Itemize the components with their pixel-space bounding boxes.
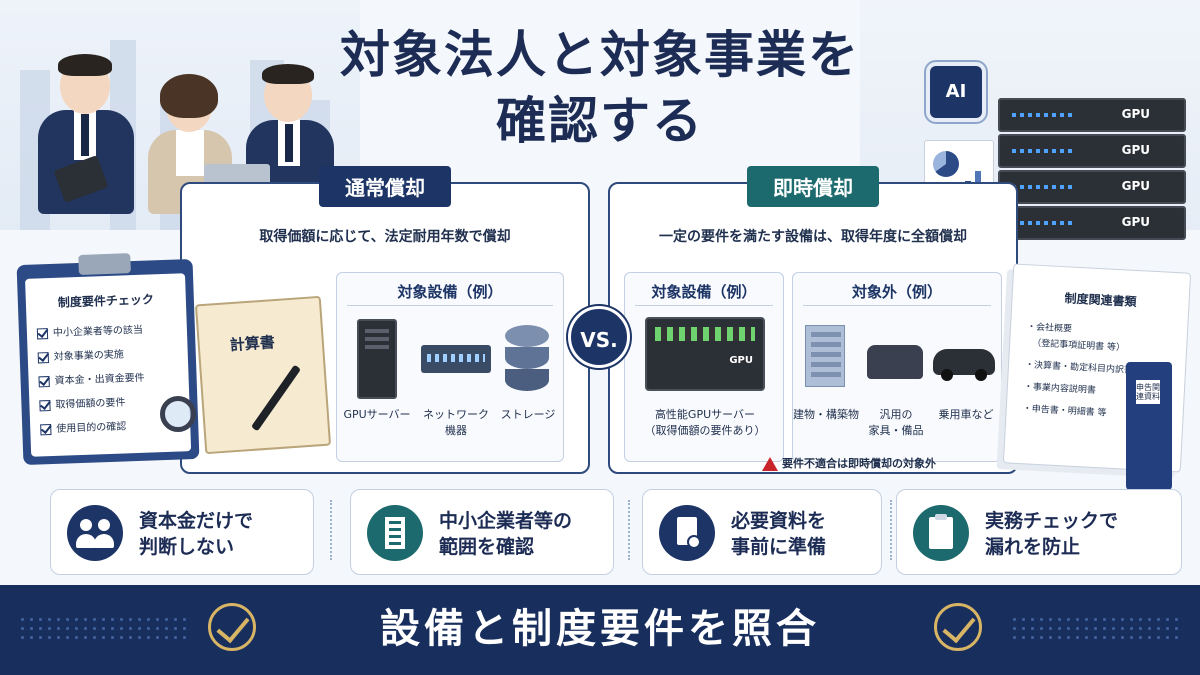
sofa-icon [867, 345, 923, 379]
clipboard-check-icon [913, 505, 969, 561]
checklist-item: 使用目的の確認 [40, 417, 126, 435]
card-practical-check: 実務チェックで漏れを防止 [896, 489, 1182, 575]
page-title: 対象法人と対象事業を 確認する [340, 26, 860, 150]
gpu-server-icon: GPU [645, 317, 765, 391]
bottom-banner: 設備と制度要件を照合 [0, 585, 1200, 675]
storage-icon [505, 325, 549, 395]
checklist-item: 取得価額の要件 [39, 393, 126, 411]
gpu-server-rack: GPU [998, 206, 1186, 240]
gpu-server-rack: GPU [998, 98, 1186, 132]
normal-target-equipment: 対象設備（例） GPUサーバー ネットワーク 機器 ストレージ [336, 272, 564, 462]
immediate-depreciation-desc: 一定の要件を満たす設備は、取得年度に全額償却 [659, 229, 967, 245]
calculation-notebook: 計算書 [194, 295, 332, 455]
vs-badge: VS. [568, 306, 630, 368]
checkbox-icon [40, 423, 52, 435]
excluded-equipment: 対象外（例） 建物・構築物 汎用の 家具・備品 乗用車など [792, 272, 1002, 462]
checkbox-icon [38, 375, 50, 387]
checklist-clipboard: 制度要件チェック 中小企業者等の該当 対象事業の実施 資本金・出資金要件 取得価… [16, 253, 200, 466]
document-check-icon [659, 505, 715, 561]
card-sme-scope: 中小企業者等の範囲を確認 [350, 489, 614, 575]
card-documents: 必要資料を事前に準備 [642, 489, 882, 575]
normal-depreciation-badge: 通常償却 [319, 166, 451, 207]
server-tower-icon [357, 319, 397, 399]
car-icon [933, 349, 995, 381]
check-circle-icon [208, 603, 256, 651]
gpu-server-rack: GPU [998, 170, 1186, 204]
banner-text: 設備と制度要件を照合 [380, 606, 820, 652]
network-switch-icon [421, 345, 491, 373]
people-icon [67, 505, 123, 561]
ai-chip-icon: AI [930, 66, 982, 118]
checklist-item: 資本金・出資金要件 [38, 369, 145, 388]
checkbox-icon [36, 327, 49, 339]
check-circle-icon [934, 603, 982, 651]
checklist-item: 中小企業者等の該当 [36, 321, 143, 340]
warning-icon [762, 457, 778, 471]
checkbox-icon [39, 399, 51, 411]
office-building-icon [367, 505, 423, 561]
normal-depreciation-desc: 取得価額に応じて、法定耐用年数で償却 [259, 229, 511, 245]
gpu-server-rack: GPU [998, 134, 1186, 168]
binder-icon: 申告関連資料 [1126, 362, 1172, 490]
magnifier-icon [160, 396, 196, 432]
card-capital: 資本金だけで判断しない [50, 489, 314, 575]
warning-note: 要件不適合は即時償却の対象外 [762, 455, 936, 471]
immediate-depreciation-badge: 即時償却 [747, 166, 879, 207]
businessman-left [30, 52, 140, 214]
checkbox-icon [37, 351, 49, 363]
immediate-target-equipment: 対象設備（例） GPU 高性能GPUサーバー （取得価額の要件あり） [624, 272, 784, 462]
checklist-item: 対象事業の実施 [37, 345, 124, 363]
building-icon [805, 325, 845, 387]
